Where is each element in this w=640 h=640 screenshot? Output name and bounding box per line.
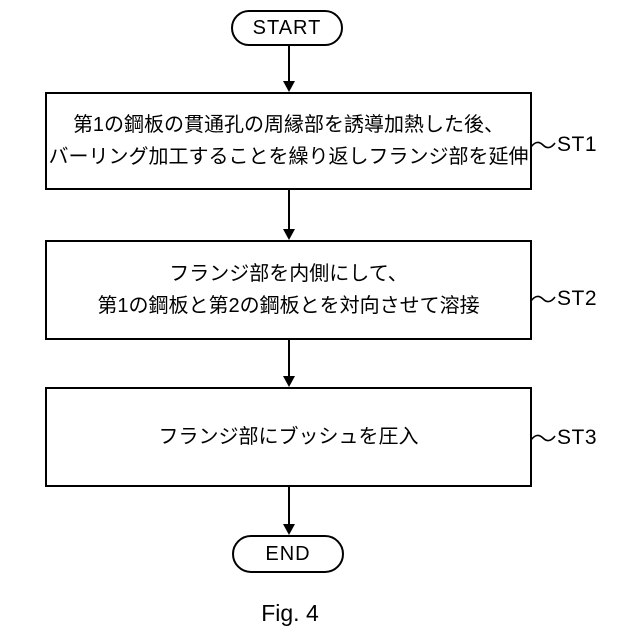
start-terminator: START: [231, 10, 343, 46]
start-label: START: [252, 16, 322, 39]
arrow-head-icon: [282, 376, 295, 387]
figure-caption: Fig. 4: [261, 600, 319, 626]
step-id: ST3: [557, 426, 598, 449]
step-label-st3: ST3: [530, 426, 597, 450]
arrow-shaft: [287, 190, 290, 229]
process-text-line: バーリング加工することを繰り返しフランジ部を延伸: [48, 146, 529, 168]
arrow-shaft: [287, 46, 290, 81]
process-box-st1: 第1の鋼板の貫通孔の周縁部を誘導加熱した後、 バーリング加工することを繰り返しフ…: [45, 92, 532, 190]
step-label-st2: ST2: [530, 287, 597, 311]
end-label: END: [265, 542, 311, 565]
step-id: ST2: [557, 287, 598, 310]
arrow-head-icon: [282, 81, 295, 92]
tilde-connector-icon: [530, 141, 556, 149]
process-text-line: 第1の鋼板の貫通孔の周縁部を誘導加熱した後、: [72, 114, 505, 136]
process-text-line: フランジ部にブッシュを圧入: [158, 426, 419, 448]
flow-arrow-start-to-st1: [282, 46, 295, 92]
arrow-head-icon: [282, 229, 295, 240]
step-label-st1: ST1: [530, 133, 597, 157]
process-text-line: 第1の鋼板と第2の鋼板とを対向させて溶接: [97, 295, 480, 317]
process-box-st2: フランジ部を内側にして、 第1の鋼板と第2の鋼板とを対向させて溶接: [45, 240, 532, 340]
flow-arrow-st3-to-end: [282, 487, 295, 535]
arrow-shaft: [287, 340, 290, 376]
flow-arrow-st2-to-st3: [282, 340, 295, 387]
tilde-connector-icon: [530, 434, 556, 442]
tilde-connector-icon: [530, 295, 556, 303]
process-text-line: フランジ部を内側にして、: [169, 263, 408, 285]
end-terminator: END: [232, 535, 344, 573]
process-box-st3: フランジ部にブッシュを圧入: [45, 387, 532, 487]
flow-arrow-st1-to-st2: [282, 190, 295, 240]
arrow-shaft: [287, 487, 290, 524]
step-id: ST1: [557, 133, 598, 156]
arrow-head-icon: [282, 524, 295, 535]
